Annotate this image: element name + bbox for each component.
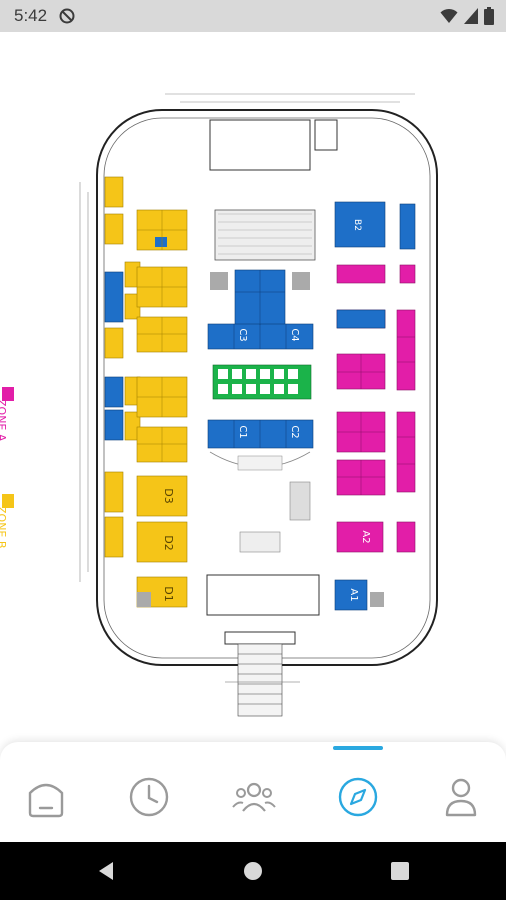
do-not-disturb-icon: [59, 8, 75, 24]
booth-a1[interactable]: A1: [348, 588, 359, 601]
center-blue-grid: [233, 270, 287, 448]
booth-d2[interactable]: D2: [162, 535, 175, 550]
info-kiosk: [289, 481, 311, 521]
zone-b-labels: D3 D2 D1: [162, 488, 175, 601]
active-tab-indicator: [333, 746, 383, 750]
stairs: [237, 643, 283, 717]
center-blue-blocks: [207, 269, 314, 449]
zone-b-swatch: [2, 494, 14, 508]
back-icon[interactable]: [95, 859, 119, 883]
central-desk: [237, 455, 283, 471]
zone-a-grid: [337, 336, 415, 495]
recents-icon[interactable]: [388, 859, 412, 883]
status-bar: 5:42: [0, 0, 506, 32]
nav-home-button[interactable]: [21, 772, 71, 822]
lounge-area: [239, 531, 281, 553]
user-icon: [445, 778, 477, 817]
booth-d3[interactable]: D3: [162, 488, 175, 503]
wifi-icon: [440, 8, 458, 23]
green-grid: [218, 369, 298, 394]
booth-b2[interactable]: B2: [352, 219, 362, 231]
gate: [224, 631, 296, 645]
zone-b-label: ZONE B: [0, 506, 8, 548]
booth-c3[interactable]: C3: [237, 328, 248, 341]
hatching-top: [218, 213, 312, 255]
zone-b-legend: ZONE B: [0, 494, 16, 574]
left-yellow-column-2: [124, 261, 141, 441]
nav-history-button[interactable]: [124, 772, 174, 822]
service-room: [314, 119, 338, 151]
center-blue-labels: C3 C4 C1 C2: [237, 328, 300, 438]
right-blue-blocks: [334, 201, 416, 611]
bottom-entrance: [206, 574, 320, 616]
left-blue-column: [104, 271, 124, 441]
floor-plan-map[interactable]: D3 D2 D1 C3 C4 C1 C2: [0, 32, 506, 742]
dimension-lines: [79, 93, 415, 582]
floor-plan-svg[interactable]: D3 D2 D1 C3 C4 C1 C2: [0, 32, 506, 742]
nav-people-button[interactable]: [229, 772, 279, 822]
stage-area: [209, 119, 311, 171]
bottom-nav: [0, 742, 506, 842]
zone-a-label: ZONE A: [0, 399, 8, 441]
zone-b-grid-lines: [137, 210, 187, 462]
booth-c1[interactable]: C1: [237, 425, 248, 438]
people-icon: [232, 782, 276, 812]
home-icon: [28, 783, 64, 818]
status-icons: [440, 7, 494, 25]
zone-a-swatch: [2, 387, 14, 401]
battery-icon: [484, 7, 494, 25]
nav-profile-button[interactable]: [436, 772, 486, 822]
booth-c4[interactable]: C4: [289, 328, 300, 341]
gray-small-booth-left: [137, 592, 151, 607]
gray-small-booth-right: [370, 592, 384, 607]
home-circle-icon[interactable]: [241, 859, 265, 883]
blue-small-booth: [155, 237, 167, 247]
status-time: 5:42: [14, 6, 48, 25]
booth-c2[interactable]: C2: [289, 425, 300, 438]
system-nav-bar: [0, 842, 506, 900]
booth-a2[interactable]: A2: [360, 530, 371, 543]
left-yellow-column: [104, 176, 124, 558]
compass-icon: [338, 777, 378, 817]
gray-kiosk-1: [210, 272, 228, 290]
booth-a2-block: [336, 521, 384, 553]
booth-d1[interactable]: D1: [162, 586, 175, 601]
zone-a-blocks: [336, 264, 416, 553]
gray-kiosk-2: [292, 272, 310, 290]
clock-icon: [129, 777, 169, 817]
central-hall-top: [214, 209, 316, 261]
zone-a-legend: ZONE A: [0, 387, 16, 467]
nav-explore-button[interactable]: [333, 772, 383, 822]
signal-icon: [464, 8, 478, 24]
